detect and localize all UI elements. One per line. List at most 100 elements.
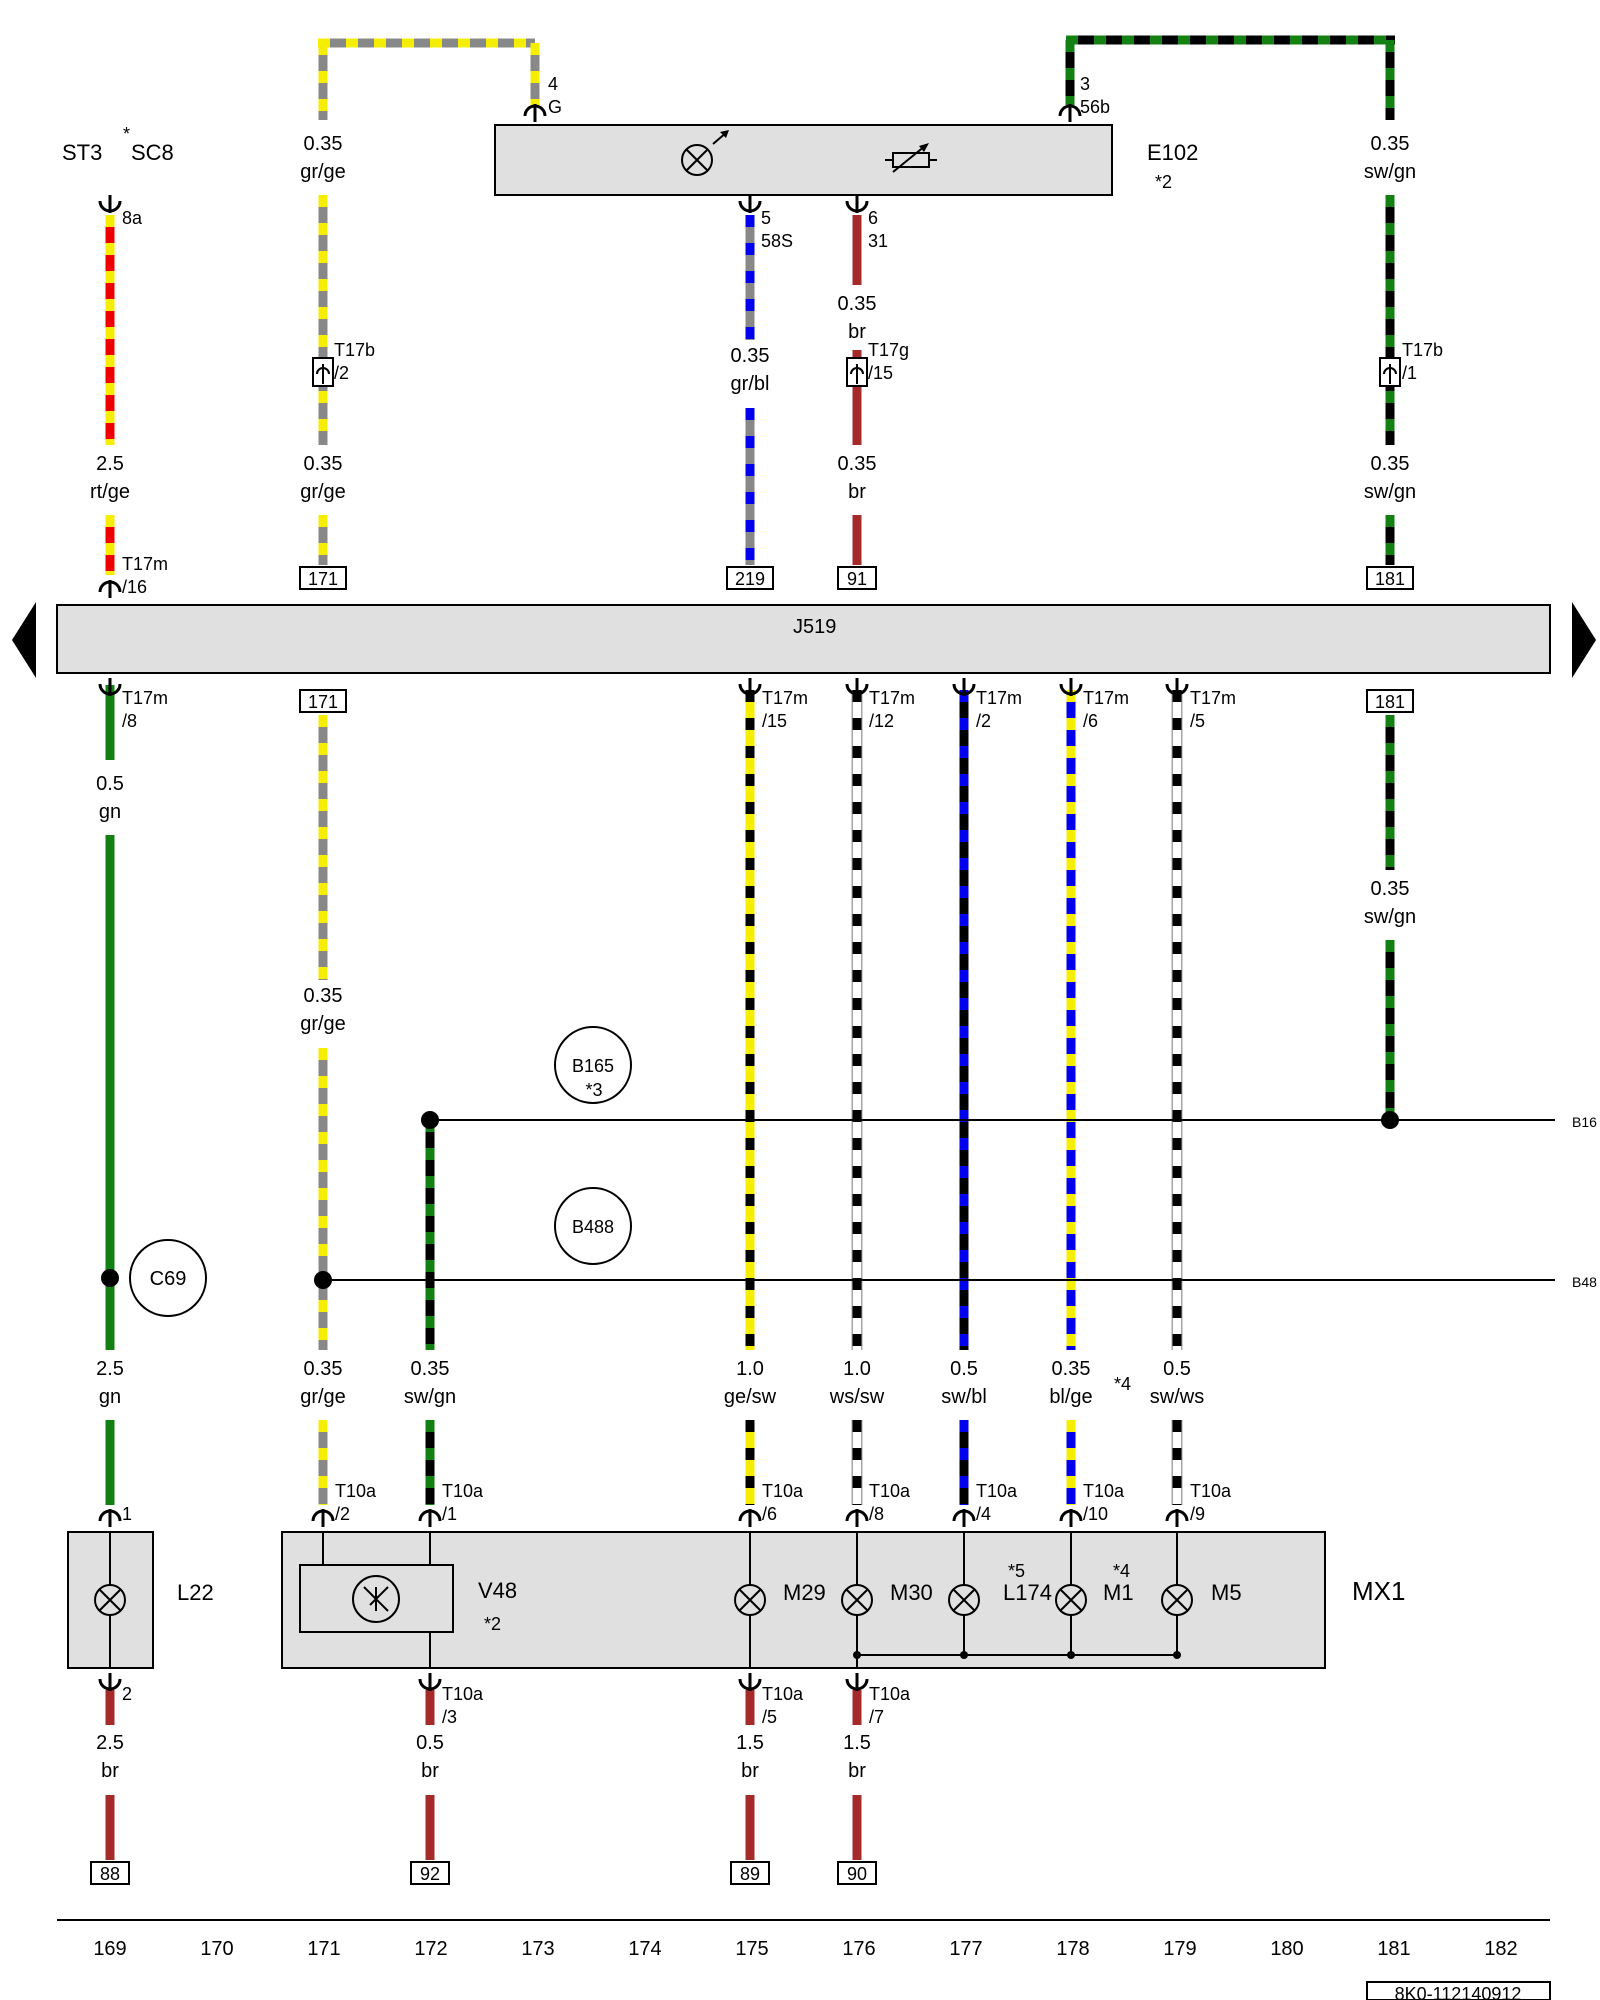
t17m-15-name: T17m (762, 688, 808, 708)
connector-layer (98, 104, 1189, 1691)
ruler-col-177: 177 (949, 1938, 982, 1960)
t10a-8-name: T10a (869, 1481, 911, 1501)
t10a-5-name: T10a (762, 1684, 804, 1704)
l174-lamp-icon (948, 1532, 980, 1659)
page-next-arrow-icon[interactable] (1572, 602, 1596, 678)
page-prev-arrow-icon[interactable] (12, 602, 36, 678)
t17b-left-pin: /2 (334, 363, 349, 383)
b488-label: B488 (572, 1217, 614, 1237)
potentiometer-icon (885, 143, 937, 173)
wire-w18-color: bl/ge (1049, 1386, 1092, 1408)
l174-note: *5 (1008, 1561, 1025, 1581)
c69-label: C69 (150, 1268, 187, 1290)
t10a-10-pin: /10 (1083, 1504, 1108, 1524)
e102-pin-58s: 58S (761, 231, 793, 251)
wire-layer (105, 35, 1395, 1860)
ruler-col-172: 172 (414, 1938, 447, 1960)
wire-w6-color: br (848, 321, 866, 343)
wire-w3-size: 2.5 (96, 453, 124, 475)
ruler-col-169: 169 (93, 1938, 126, 1960)
t10a-7-name: T10a (869, 1684, 911, 1704)
e102-label: E102 (1147, 140, 1198, 165)
t10a-4-pin: /4 (976, 1504, 991, 1524)
wire-w20-color: br (101, 1760, 119, 1782)
wire-w12-size: 2.5 (96, 1358, 124, 1380)
wire-w21-color: br (421, 1760, 439, 1782)
wire-w17-color: sw/bl (941, 1386, 987, 1408)
wire-w2-color: sw/gn (1364, 161, 1416, 183)
wire-w7-size: 0.35 (838, 453, 877, 475)
wire-w16-size: 1.0 (843, 1358, 871, 1380)
j519-control-unit-box (56, 604, 1551, 674)
wire-w4-size: 0.35 (304, 453, 343, 475)
connector-t10a-top-1071 (1059, 1509, 1083, 1527)
t10a-5-pin: /5 (762, 1707, 777, 1727)
sc8-pin-8a: 8a (122, 208, 143, 228)
l22-lamp-icon (94, 1584, 126, 1616)
wire-w11-color: gr/ge (300, 1013, 346, 1035)
wire-w19-size: 0.5 (1163, 1358, 1191, 1380)
e102-note: *2 (1155, 172, 1172, 192)
wire-w1-size: 0.35 (304, 133, 343, 155)
b165-note: *3 (585, 1080, 602, 1100)
wire-w18-size: 0.35 (1052, 1358, 1091, 1380)
t17m-16-pin: /16 (122, 577, 147, 597)
wire-w10-color: sw/gn (1364, 906, 1416, 928)
m29-lamp-icon (734, 1532, 766, 1655)
connector-e102-3 (1058, 104, 1082, 122)
reference-boxes: 171 219 91 181 171 181 88 92 89 90 (90, 566, 1414, 1885)
l22-label: L22 (177, 1580, 214, 1605)
connector-t10a-top-750 (738, 1509, 762, 1527)
connector-t17m-lower-110 (98, 678, 122, 696)
t17g-name: T17g (868, 340, 909, 360)
ref-171-bottom: 171 (308, 692, 338, 712)
ruler-col-181: 181 (1377, 1938, 1410, 1960)
l22-pin-2: 2 (122, 1684, 132, 1704)
connector-t17m-lower-1071 (1059, 678, 1083, 696)
ruler-col-175: 175 (735, 1938, 768, 1960)
wire-w9-size: 0.5 (96, 773, 124, 795)
wire-w16-color: ws/sw (829, 1386, 885, 1408)
t10a-1-pin: /1 (442, 1504, 457, 1524)
sc8-label: SC8 (131, 140, 174, 165)
ref-91: 91 (847, 569, 867, 589)
l22-pin-1: 1 (122, 1504, 132, 1524)
t17m-6-name: T17m (1083, 688, 1129, 708)
inline-t17b-right (1379, 357, 1401, 387)
wire-w3-color: rt/ge (90, 481, 130, 503)
st3-star: * (123, 124, 130, 144)
wire-w15-size: 1.0 (736, 1358, 764, 1380)
connector-e102-5 (738, 195, 762, 213)
wire-w10-size: 0.35 (1371, 878, 1410, 900)
t17m-5-pin: /5 (1190, 711, 1205, 731)
wire-w19-color: sw/ws (1150, 1386, 1204, 1408)
connector-t10a-top-857 (845, 1509, 869, 1527)
v48-motor-icon (352, 1575, 400, 1623)
b16-edge-label: B16 (1572, 1114, 1597, 1130)
connector-t17m-lower-857 (845, 678, 869, 696)
t17m-8-name: T17m (122, 688, 168, 708)
t10a-2-name: T10a (335, 1481, 377, 1501)
ref-219: 219 (735, 569, 765, 589)
connector-t10a-bottom-430 (418, 1673, 442, 1691)
wire-w22-color: br (741, 1760, 759, 1782)
ref-171-top: 171 (308, 569, 338, 589)
t17b-left-name: T17b (334, 340, 375, 360)
t10a-2-pin: /2 (335, 1504, 350, 1524)
wire-w22-size: 1.5 (736, 1732, 764, 1754)
junction-b165-right (1381, 1111, 1399, 1129)
b48-edge-label: B48 (1572, 1274, 1597, 1290)
connector-t17m-lower-964 (952, 678, 976, 696)
e102-pin-6: 6 (868, 208, 878, 228)
ref-90: 90 (847, 1864, 867, 1884)
ruler-col-179: 179 (1163, 1938, 1196, 1960)
wire-w5-color: gr/bl (731, 373, 770, 395)
wire-w5-size: 0.35 (731, 345, 770, 367)
mx1-lamps (734, 1532, 1193, 1668)
e102-pin-g: G (548, 97, 562, 117)
ref-181-bottom: 181 (1375, 692, 1405, 712)
l174-label: L174 (1003, 1580, 1052, 1605)
t10a-3-pin: /3 (442, 1707, 457, 1727)
